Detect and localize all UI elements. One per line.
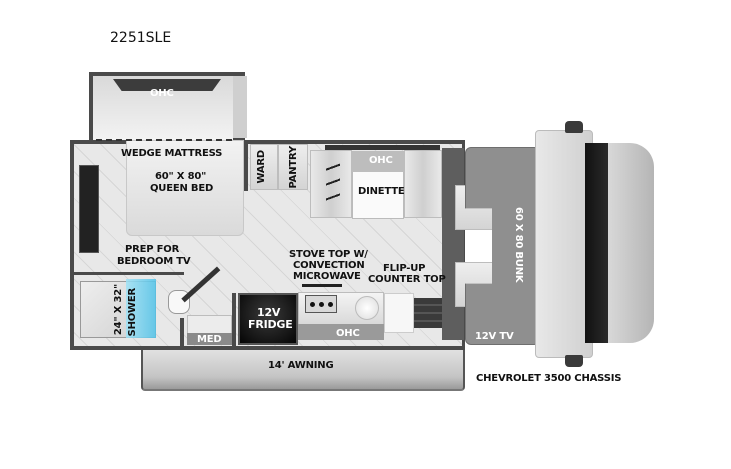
- bunk-label: 60 X 80 BUNK: [513, 207, 524, 283]
- tv-12v-label: 12V TV: [475, 331, 514, 342]
- wardrobe: [250, 144, 278, 190]
- dinette-bench-right: [404, 150, 442, 218]
- flipup-label-1: FLIP-UP: [383, 263, 426, 274]
- burner-icon: [310, 302, 315, 307]
- pantry-label: PANTRY: [288, 146, 299, 189]
- prep-tv-line1: PREP FOR: [125, 244, 180, 255]
- cab-over-bunk: [465, 147, 540, 345]
- queen-bed-size: 60" X 80": [155, 171, 207, 182]
- prep-tv-line2: BEDROOM TV: [117, 256, 191, 267]
- windshield: [585, 143, 611, 343]
- bedroom-ohc-label: OHC: [150, 88, 174, 99]
- floorplan-title: 2251SLE: [110, 30, 172, 46]
- shower-size: 24" X 32": [113, 284, 124, 336]
- pantry: [278, 144, 308, 190]
- hood: [608, 143, 654, 343]
- shower-label: SHOWER: [127, 288, 138, 337]
- burner-icon: [328, 302, 333, 307]
- awning: [141, 349, 465, 391]
- wedge-mattress-line: [96, 139, 232, 141]
- mirror-left: [565, 121, 583, 133]
- stove-label-3: MICROWAVE: [293, 271, 361, 282]
- awning-label: 14' AWNING: [268, 360, 334, 371]
- mirror-right: [565, 355, 583, 367]
- stove-label-1: STOVE TOP W/: [289, 249, 368, 260]
- ward-label: WARD: [256, 150, 267, 184]
- bedroom-tv: [79, 165, 99, 253]
- bedroom-ohc-cabinet: [113, 79, 221, 91]
- kitchen-sink: [355, 296, 379, 320]
- chassis-label: CHEVROLET 3500 CHASSIS: [476, 373, 622, 384]
- shower-glass: [126, 279, 156, 338]
- fridge-label-2: FRIDGE: [248, 318, 293, 331]
- dinette-ohc-label: OHC: [369, 155, 393, 166]
- flipup-label-2: COUNTER TOP: [368, 274, 446, 285]
- med-label: MED: [197, 334, 222, 345]
- kitchen-ohc-label: OHC: [336, 328, 360, 339]
- stove-top: [305, 295, 337, 313]
- stove-label-2: CONVECTION: [293, 260, 365, 271]
- wedge-mattress-label: WEDGE MATTRESS: [121, 148, 223, 159]
- dinette-label: DINETTE: [358, 186, 405, 197]
- fridge-label-1: 12V: [257, 306, 281, 319]
- queen-bed: [126, 140, 244, 236]
- burner-icon: [319, 302, 324, 307]
- fridge: [238, 293, 298, 345]
- flip-up-counter: [384, 293, 414, 333]
- queen-bed-label: QUEEN BED: [150, 183, 214, 194]
